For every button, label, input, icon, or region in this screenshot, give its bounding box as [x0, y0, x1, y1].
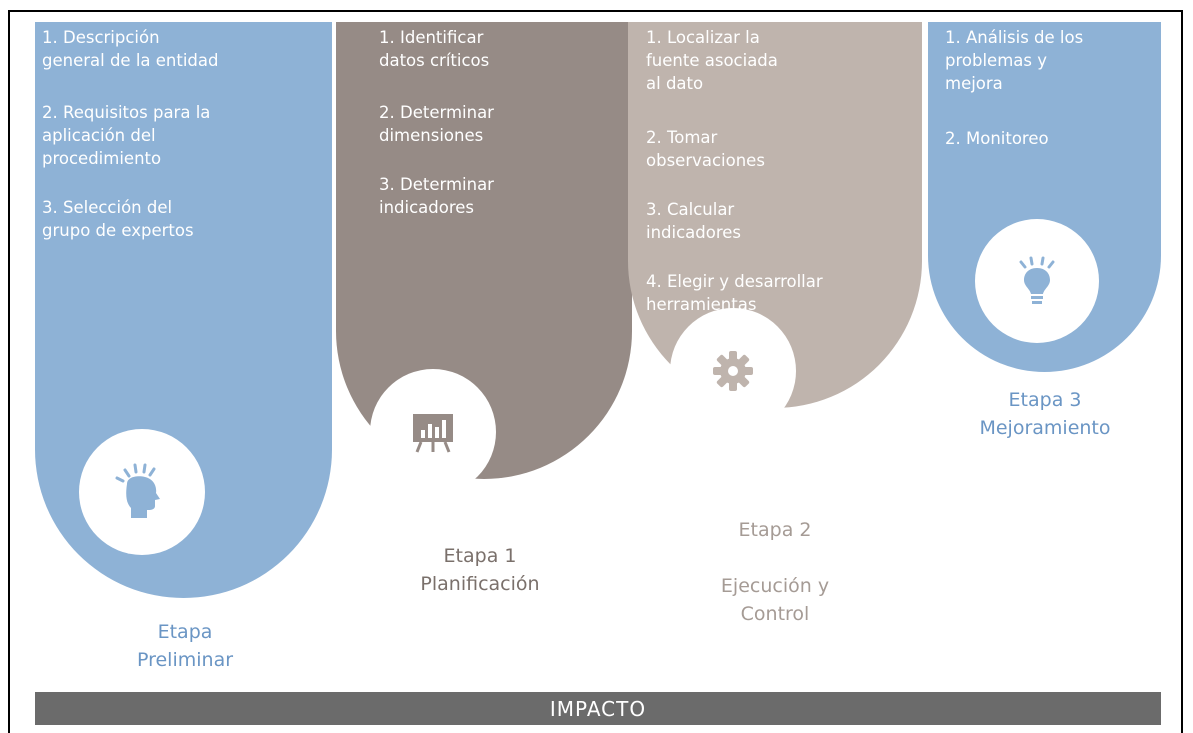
stage-planificacion-name: Planificación [420, 573, 540, 595]
preliminar-item-2: 2. Requisitos para la aplicación del pro… [42, 103, 211, 168]
head-idea-icon [115, 463, 160, 518]
impact-bar: IMPACTO [35, 692, 1161, 725]
stage-mejoramiento-title: Etapa 3 [1008, 389, 1082, 411]
ejecucion-item-1: 1. Localizar la fuente asociada al dato [646, 28, 778, 93]
planificacion-icon-circle [370, 369, 496, 495]
mejoramiento-icon-circle [975, 219, 1099, 343]
stage-ejecucion-label: Etapa 2 Ejecución y Control [650, 488, 900, 628]
stage-preliminar-title: Etapa [157, 621, 213, 643]
planificacion-item-2: 2. Determinar dimensiones [379, 103, 494, 145]
stage-preliminar-label: Etapa Preliminar [60, 618, 310, 674]
planificacion-item-3: 3. Determinar indicadores [379, 175, 494, 217]
diagram-frame [8, 10, 1183, 733]
impact-label: IMPACTO [549, 696, 647, 721]
ejecucion-item-3: 3. Calcular indicadores [646, 200, 742, 242]
stage-planificacion-title: Etapa 1 [443, 545, 517, 567]
stage-preliminar-name: Preliminar [136, 649, 234, 671]
preliminar-item-3: 3. Selección del grupo de expertos [42, 198, 194, 240]
column-mejoramiento: 1. Análisis de los problemas y mejora 2.… [928, 22, 1161, 372]
ejecucion-icon-circle [670, 308, 796, 434]
stage-mejoramiento-name: Mejoramiento [979, 417, 1111, 439]
lightbulb-icon [1019, 256, 1055, 304]
stage-planificacion-label: Etapa 1 Planificación [350, 542, 610, 598]
column-planificacion: 1. Identificar datos críticos 2. Determi… [336, 22, 632, 495]
mejoramiento-item-1: 1. Análisis de los problemas y mejora [945, 28, 1084, 93]
preliminar-icon-circle [79, 429, 205, 555]
mejoramiento-item-2: 2. Monitoreo [945, 129, 1049, 148]
planificacion-item-1: 1. Identificar datos críticos [379, 28, 490, 70]
stage-ejecucion-name: Ejecución y Control [720, 575, 830, 625]
column-ejecucion: 1. Localizar la fuente asociada al dato … [628, 22, 922, 434]
stage-ejecucion-title: Etapa 2 [738, 519, 812, 541]
presentation-chart-icon [413, 414, 453, 453]
gear-icon [713, 351, 753, 391]
preliminar-item-1: 1. Descripción general de la entidad [42, 28, 219, 70]
column-preliminar: 1. Descripción general de la entidad 2. … [35, 22, 332, 598]
stage-mejoramiento-label: Etapa 3 Mejoramiento [930, 386, 1160, 442]
ejecucion-item-2: 2. Tomar observaciones [646, 128, 765, 170]
